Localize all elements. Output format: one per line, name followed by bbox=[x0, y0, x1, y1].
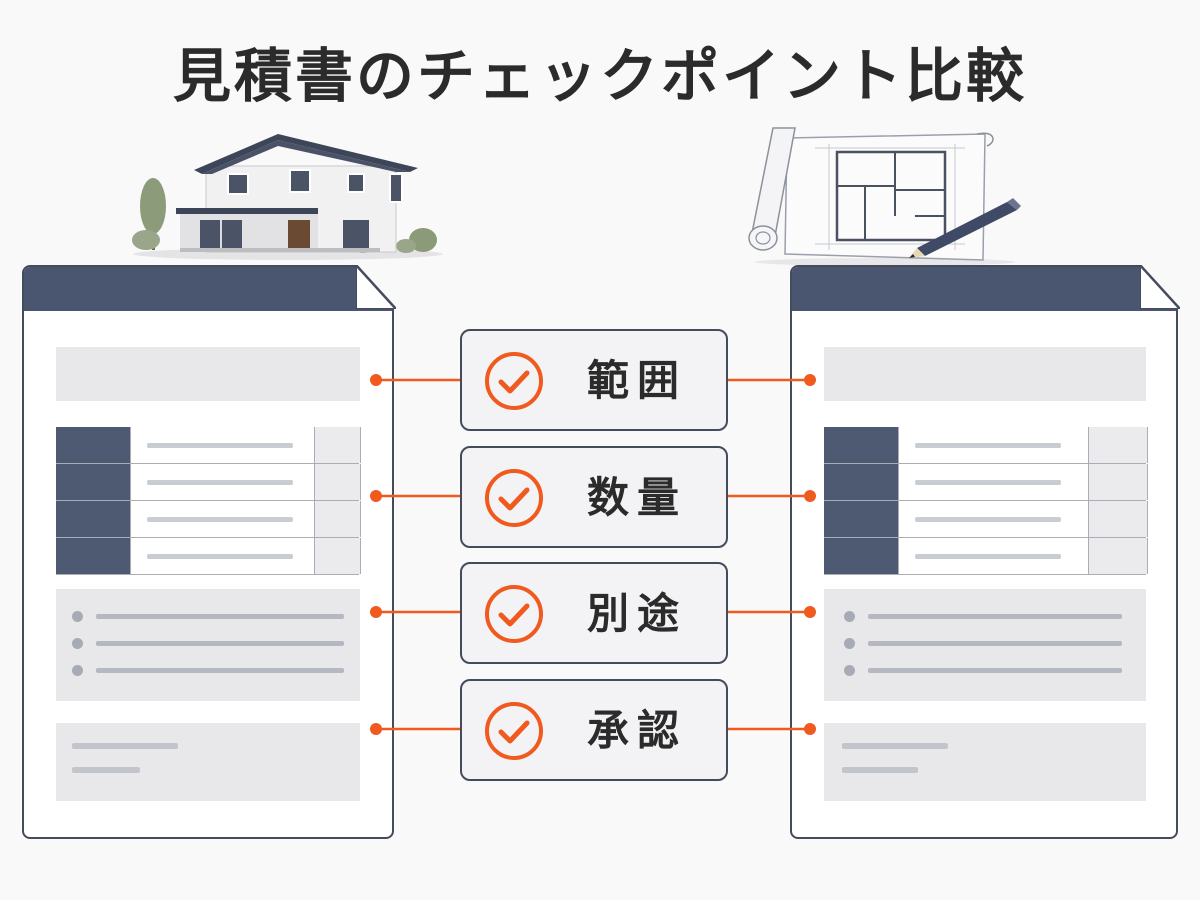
bullet-list-block bbox=[824, 589, 1146, 701]
bullet-list-block bbox=[56, 589, 360, 701]
check-circle-icon bbox=[485, 469, 543, 527]
checkpoint-label: 数量 bbox=[586, 473, 687, 522]
blueprint-illustration bbox=[748, 127, 1021, 266]
checkpoint-card-scope: 範囲 bbox=[460, 329, 728, 431]
placeholder-block bbox=[56, 347, 360, 401]
left-document-page-fold bbox=[356, 265, 396, 309]
checkpoint-card-approval: 承認 bbox=[460, 679, 728, 781]
table-row bbox=[56, 501, 361, 538]
check-circle-icon bbox=[485, 585, 543, 643]
checkpoint-card-quantity: 数量 bbox=[460, 446, 728, 548]
signature-block bbox=[56, 723, 360, 801]
checkpoint-label: 別途 bbox=[586, 589, 687, 638]
placeholder-block bbox=[824, 347, 1146, 401]
check-circle-icon bbox=[485, 702, 543, 760]
checkpoint-card-separate: 別途 bbox=[460, 562, 728, 664]
table-row bbox=[824, 427, 1148, 464]
right-document-page-fold bbox=[1140, 265, 1180, 309]
signature-block bbox=[824, 723, 1146, 801]
table-row bbox=[824, 538, 1148, 575]
table-row bbox=[56, 427, 361, 464]
right-estimate-document bbox=[790, 265, 1178, 839]
document-header-bar bbox=[792, 267, 1176, 311]
table-row bbox=[824, 501, 1148, 538]
left-estimate-document bbox=[22, 265, 394, 839]
table-row bbox=[56, 464, 361, 501]
page-title: 見積書のチェックポイント比較 bbox=[172, 42, 1027, 110]
line-item-table bbox=[56, 427, 361, 577]
table-row bbox=[824, 464, 1148, 501]
table-row bbox=[56, 538, 361, 575]
document-header-bar bbox=[24, 267, 392, 311]
checkpoint-label: 承認 bbox=[586, 706, 687, 755]
checkpoint-label: 範囲 bbox=[586, 356, 687, 405]
check-circle-icon bbox=[485, 352, 543, 410]
house-illustration bbox=[132, 134, 443, 260]
line-item-table bbox=[824, 427, 1148, 577]
